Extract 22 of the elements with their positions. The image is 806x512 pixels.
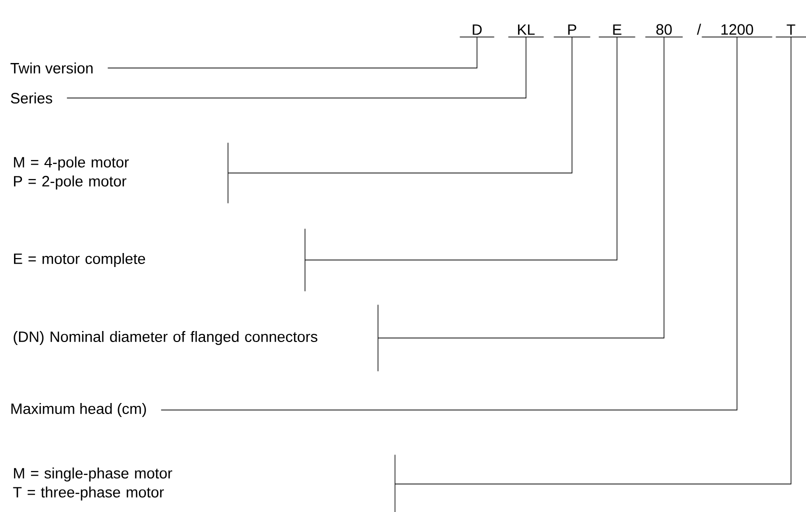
bracketed-description: M = single-phase motor T = three-phase motor (13, 454, 396, 512)
separator-slash: / (696, 24, 702, 35)
leader-line (228, 36, 572, 174)
bracketed-description: M = 4-pole motor P = 2-pole motor (14, 142, 228, 204)
leader-line (304, 36, 618, 260)
leader-line (66, 36, 526, 98)
leader-line (378, 36, 664, 338)
code-letter: D (459, 24, 495, 38)
description-text: Twin version (10, 62, 93, 74)
code-letter: KL (508, 24, 544, 38)
leader-line (394, 36, 792, 484)
bracketed-description: E = motor complete (14, 228, 306, 292)
code-letter: T (775, 24, 806, 38)
leader-line (160, 36, 738, 410)
description-text: Maximum head (cm) (11, 403, 146, 417)
description-text: Series (10, 92, 52, 104)
code-letter: P (553, 24, 591, 38)
code-letter: 80 (644, 24, 684, 38)
bracketed-description: (DN) Nominal diameter of flanged connectors (14, 304, 378, 372)
leader-line (107, 36, 478, 68)
code-letter: 1200 (701, 24, 773, 38)
code-letter: E (598, 24, 636, 38)
